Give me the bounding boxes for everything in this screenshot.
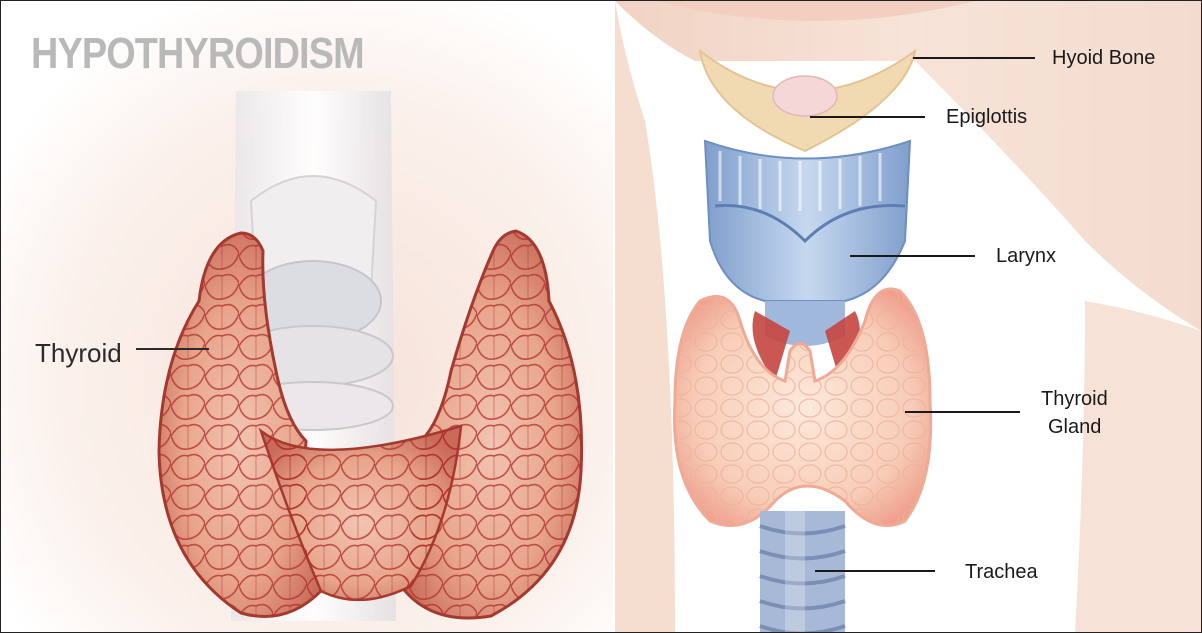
label-hyoid-bone: Hyoid Bone	[1052, 47, 1155, 70]
label-thyroid-gland-line1: Thyroid	[1041, 388, 1108, 411]
label-trachea: Trachea	[965, 561, 1038, 584]
label-larynx: Larynx	[996, 245, 1056, 268]
thyroid-closeup-illustration	[1, 1, 613, 632]
right-panel-anatomy: Hyoid Bone Epiglottis Larynx Thyroid Gla…	[615, 1, 1201, 632]
figure-title: HYPOTHYROIDISM	[31, 29, 364, 79]
label-epiglottis: Epiglottis	[946, 106, 1027, 129]
label-thyroid-gland-line2: Gland	[1048, 416, 1101, 439]
epiglottis-shape	[773, 76, 837, 116]
neck-anatomy-illustration	[615, 1, 1201, 632]
label-thyroid: Thyroid	[35, 338, 122, 369]
left-panel-hypothyroidism: HYPOTHYROIDISM Thyroid	[1, 1, 613, 632]
